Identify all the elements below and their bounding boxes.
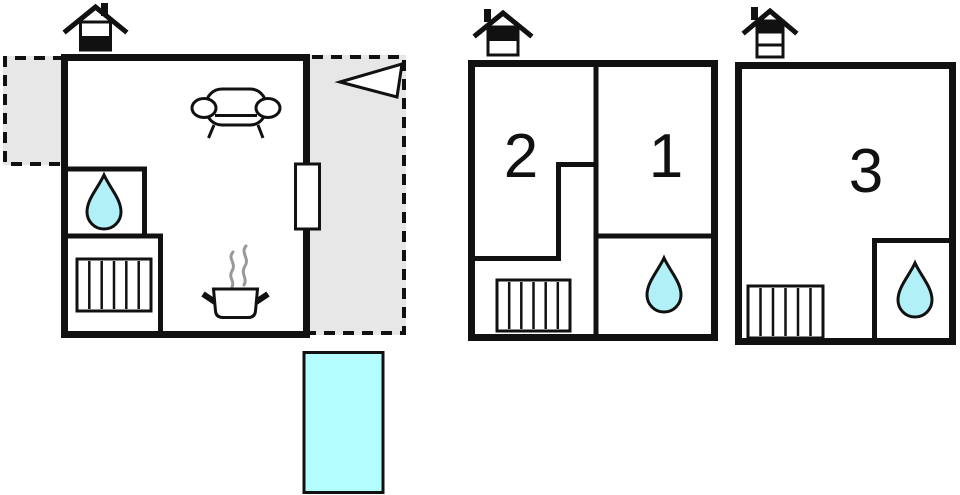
building-annex-3: 3	[735, 7, 956, 345]
sofa-armrest-left	[190, 97, 218, 119]
steam-icon-left	[229, 250, 235, 289]
sofa-armrest-right	[254, 97, 282, 119]
steam-icon-right	[241, 244, 248, 287]
door	[294, 162, 321, 231]
room-2-nook-wall	[468, 162, 596, 261]
pot-body	[211, 287, 260, 319]
terrace-right-fill	[310, 55, 406, 335]
annex-3-bathroom-wall	[872, 238, 953, 341]
room-1-label: 1	[649, 122, 683, 191]
sofa-icon	[190, 87, 282, 139]
building-annex-1-2: 2 1	[468, 9, 718, 341]
chimney-roof	[741, 7, 799, 36]
chimney-box-black-band	[79, 36, 112, 52]
terrace-left-dashed-border	[3, 56, 64, 166]
chimney-stub	[484, 9, 491, 22]
radiator-fins	[507, 282, 560, 329]
chimney-stub	[101, 3, 108, 16]
terrace-right	[310, 55, 406, 335]
chimney-roof	[62, 3, 129, 35]
chimney-box-black-band	[755, 19, 785, 34]
cooking-pot-icon	[201, 244, 270, 319]
terrace-left-fill	[3, 56, 63, 165]
radiator-icon-annex-3	[746, 284, 825, 340]
water-drop-icon	[896, 259, 934, 319]
annex-1-2-outer-wall	[468, 60, 718, 341]
pot-handle-left	[201, 291, 217, 305]
water-drop-icon	[645, 254, 683, 314]
radiator-fins	[759, 288, 812, 336]
room-2-label: 2	[504, 122, 538, 191]
chimney-box-black-band	[486, 25, 520, 41]
chimney-icon-annex-1-2	[472, 9, 534, 57]
building-main-house	[3, 3, 406, 494]
pot-handle-right	[254, 291, 270, 305]
terrace-left	[3, 56, 64, 166]
chimney-icon-main	[62, 3, 129, 52]
entrance-arrow-icon	[334, 61, 404, 99]
main-house-inner-walls	[61, 166, 163, 334]
terrace-right-dashed-border	[310, 55, 406, 335]
pool	[302, 351, 385, 494]
annex-3-outer-wall	[735, 62, 956, 345]
radiator-icon-annex-1-2	[495, 278, 572, 333]
sofa-legs	[207, 124, 265, 139]
chimney-roof	[472, 9, 534, 39]
room-3-label: 3	[849, 137, 883, 206]
chimney-icon-annex-3	[741, 7, 799, 59]
water-drop-icon	[85, 171, 123, 231]
radiator-icon-main	[75, 257, 153, 313]
radiator-fins	[88, 261, 140, 309]
annex-1-2-inner-walls	[468, 60, 715, 338]
chimney-stub	[751, 7, 758, 20]
